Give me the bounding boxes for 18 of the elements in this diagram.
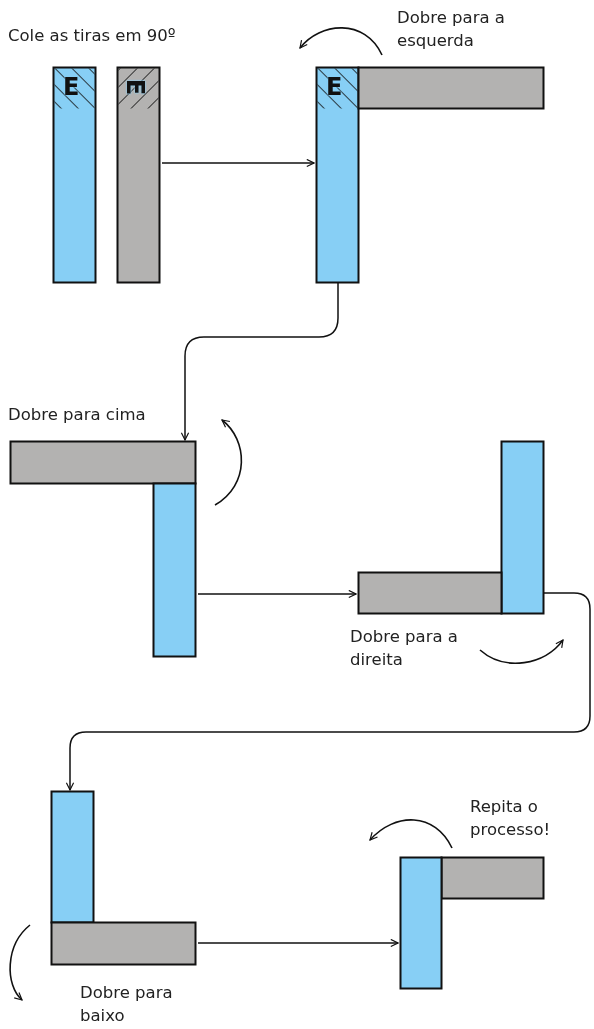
arrow <box>180 282 339 441</box>
instruction-text: Cole as tiras em 90º <box>8 25 177 47</box>
folding-step-drawing <box>358 441 544 614</box>
folding-step-drawing <box>400 857 544 989</box>
glue-mark-letter: E <box>122 78 149 96</box>
instruction-text: Dobre para a direita <box>350 626 459 671</box>
arrow <box>197 589 357 599</box>
folding-step-drawing <box>10 441 196 657</box>
instruction-text: Dobre para baixo <box>80 982 174 1027</box>
arrow <box>65 592 591 791</box>
arrow <box>161 158 315 168</box>
instruction-text: Dobre para cima <box>8 404 147 426</box>
folding-step-drawing <box>53 67 160 283</box>
arrow <box>197 938 399 948</box>
instruction-text: Dobre para a esquerda <box>397 7 506 52</box>
instruction-text: Repita o processo! <box>470 796 552 841</box>
folding-step-drawing <box>316 67 544 283</box>
folding-step-drawing <box>51 791 196 965</box>
